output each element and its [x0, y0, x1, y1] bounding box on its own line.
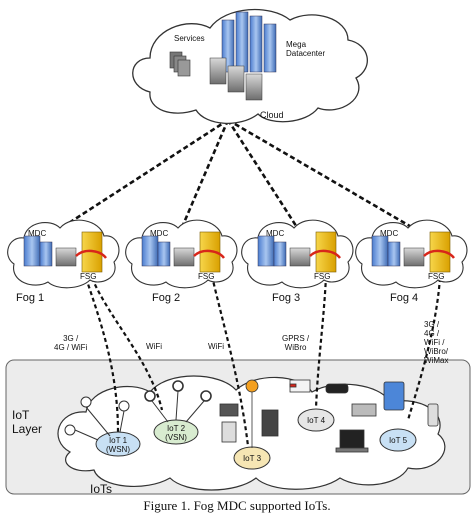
mega-datacenter-icon: [209, 11, 277, 101]
iot-1-node: [95, 431, 141, 457]
link-label-3: WiFi: [208, 342, 224, 351]
fog-3-mdc-label: MDC: [266, 229, 285, 238]
link-label-4: GPRS / WiBro: [282, 334, 310, 352]
fog-4-group: [355, 219, 468, 289]
mega-datacenter-label: Mega Datacenter: [286, 40, 326, 58]
iots-label: IoTs: [90, 482, 113, 496]
truck-icon: [351, 403, 377, 417]
fog-1-fsg-label: FSG: [80, 272, 97, 281]
figure-caption: Figure 1. Fog MDC supported IoTs.: [143, 498, 331, 513]
fog-1-label: Fog 1: [16, 292, 45, 304]
link-label-1: 3G / 4G / WiFi: [54, 334, 88, 352]
fog-2-mdc-label: MDC: [150, 229, 169, 238]
fog-3-fsg-label: FSG: [314, 272, 331, 281]
iot-1-label: IoT 1 (WSN): [106, 436, 130, 454]
phone-icon: [427, 403, 439, 427]
iot-nodes: [95, 408, 417, 470]
fog-4-label: Fog 4: [390, 292, 419, 304]
iot-layer-label: IoT Layer: [12, 408, 43, 436]
fog-1-group: [7, 219, 120, 289]
iot-5-devices: [383, 381, 439, 427]
iot-5-node: [379, 428, 417, 452]
iot-3-devices: [219, 379, 279, 448]
iot-2-label: IoT 2 (VSN): [165, 424, 187, 442]
fog-2-label: Fog 2: [152, 292, 181, 304]
link-label-2: WiFi: [146, 342, 162, 351]
cloud-label: Cloud: [260, 110, 284, 120]
vsn-camera-icons: [144, 380, 212, 423]
fog-2-group: [125, 219, 238, 289]
car-icon: [325, 383, 349, 394]
fog-4-fsg-label: FSG: [428, 272, 445, 281]
fog-2-fsg-label: FSG: [198, 272, 215, 281]
cloud-fog-links: [54, 118, 421, 234]
microwave-icon: [219, 403, 239, 417]
iot-4-node: [297, 408, 335, 432]
services-stack-icon: [169, 51, 191, 77]
fog-4-mdc-label: MDC: [380, 229, 399, 238]
fridge-icon: [221, 421, 237, 443]
light-bulb-icon: [245, 379, 259, 393]
tablet-icon: [383, 381, 405, 411]
services-label: Services: [174, 34, 205, 43]
washer-icon: [261, 409, 279, 437]
fog-3-group: [241, 219, 354, 289]
iot-4-label: IoT 4: [306, 416, 326, 425]
wsn-sensor-icons: [64, 396, 130, 441]
fog-1-mdc-label: MDC: [28, 229, 47, 238]
link-label-5: 3G / 4G / WiFi / WiBro/ WiMax: [424, 320, 449, 365]
laptop-icon: [339, 429, 365, 449]
fog-3-label: Fog 3: [272, 292, 301, 304]
iot-3-label: IoT 3: [242, 454, 262, 463]
iot-5-label: IoT 5: [388, 436, 408, 445]
iot-4-devices: [289, 379, 377, 453]
fog-iot-links: [84, 275, 442, 447]
